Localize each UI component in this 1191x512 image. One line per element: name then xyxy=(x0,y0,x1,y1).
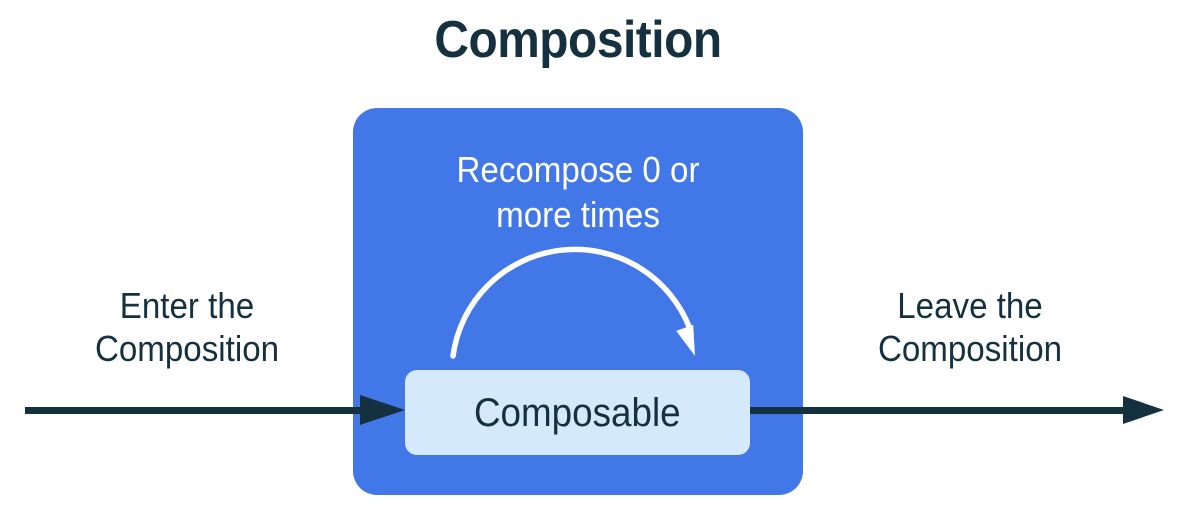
leave-arrow-line xyxy=(750,407,1124,414)
composable-label: Composable xyxy=(474,390,681,435)
leave-composition-label: Leave the Composition xyxy=(877,285,1063,369)
diagram-title: Composition xyxy=(434,11,722,69)
enter-composition-label: Enter the Composition xyxy=(94,285,280,369)
composable-box: Composable xyxy=(405,370,750,455)
recompose-label: Recompose 0 or more times xyxy=(456,149,700,235)
enter-arrow-head-icon xyxy=(360,395,405,425)
enter-arrow-line xyxy=(25,407,361,414)
leave-arrow-head-icon xyxy=(1123,396,1164,424)
